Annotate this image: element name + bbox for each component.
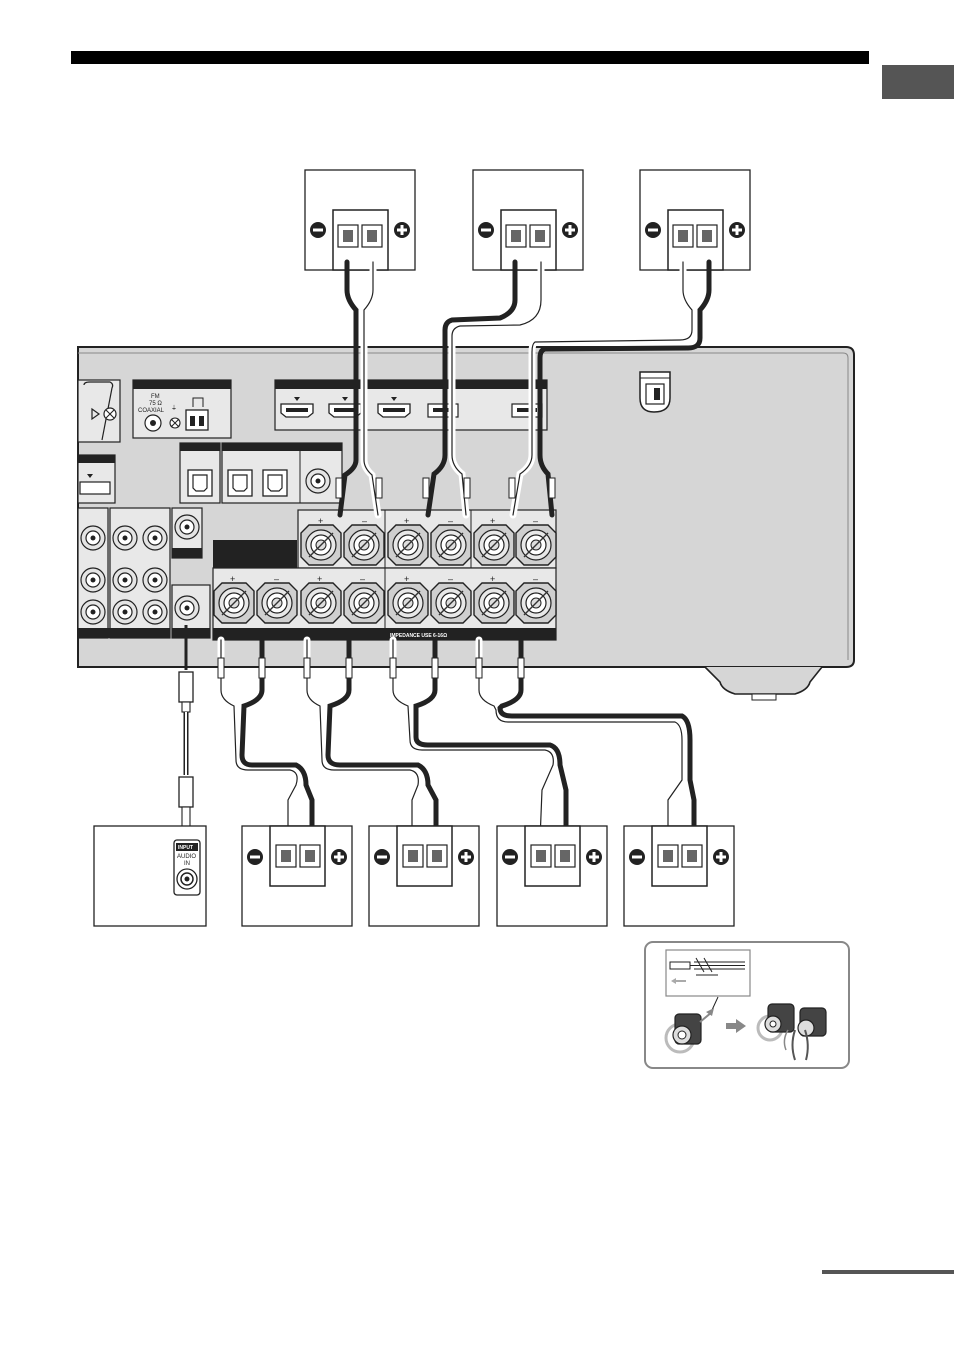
sub-in-label: IN bbox=[184, 861, 190, 867]
cables-surround-speakers bbox=[218, 640, 694, 840]
sub-input-label: INPUT bbox=[178, 845, 193, 851]
receiver-rear-panel: FM 75 Ω COAXIAL ⏚ bbox=[78, 347, 854, 700]
subwoofer: INPUT AUDIO IN bbox=[94, 826, 206, 926]
sub-audio-label: AUDIO bbox=[177, 854, 196, 860]
coaxial-label: COAXIAL bbox=[138, 408, 165, 414]
speaker-surround-back-right bbox=[624, 826, 734, 926]
speaker-surround-left bbox=[242, 826, 352, 926]
wire-connection-inset bbox=[645, 942, 849, 1068]
speaker-surround-back-left bbox=[497, 826, 607, 926]
speaker-center bbox=[473, 170, 583, 270]
speaker-front-left bbox=[305, 170, 415, 270]
speaker-surround-right bbox=[369, 826, 479, 926]
impedance-label: IMPEDANCE USE 6-16Ω bbox=[390, 633, 447, 639]
speaker-front-right bbox=[640, 170, 750, 270]
fm-label: FM bbox=[151, 394, 160, 400]
fm-impedance-label: 75 Ω bbox=[149, 401, 162, 407]
svg-text:⏚: ⏚ bbox=[171, 405, 177, 412]
